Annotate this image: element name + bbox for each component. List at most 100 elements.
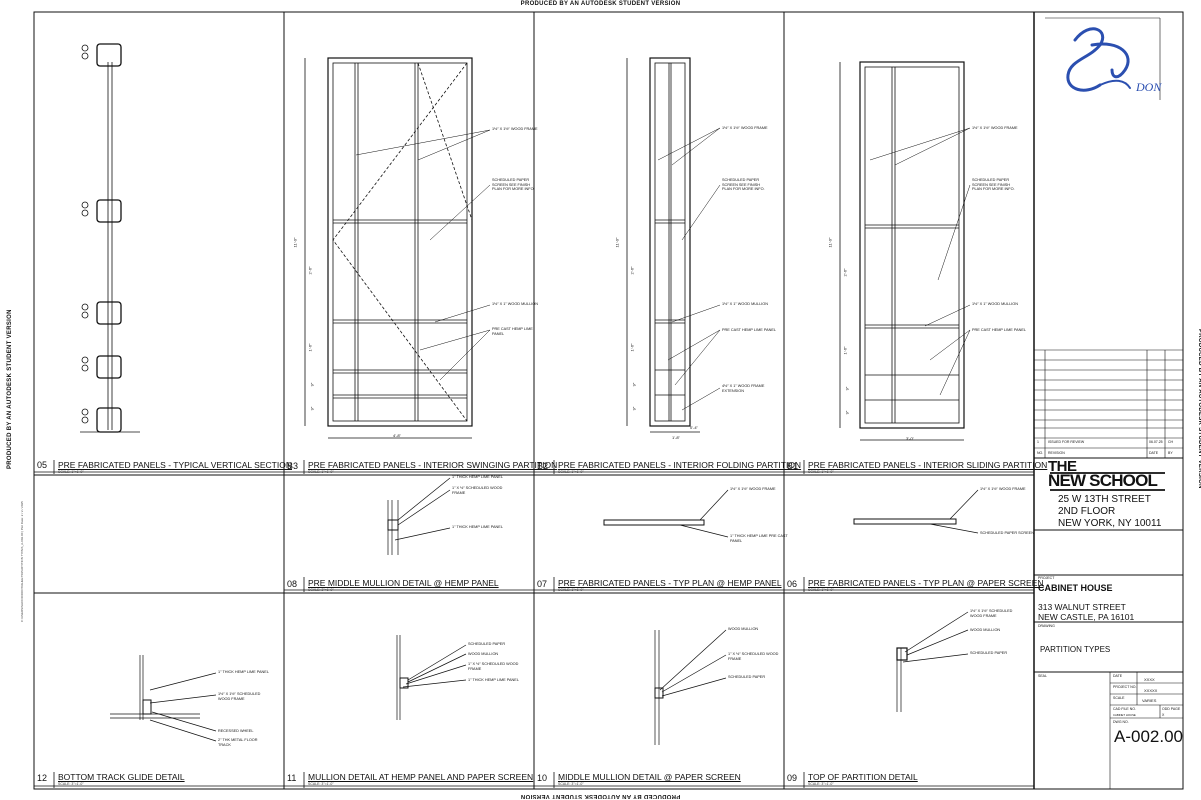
odd-page-label: ODD PAGE <box>1162 707 1181 711</box>
panel-07-scale: SCALE: 1"=1'-0" <box>558 588 584 592</box>
cad-file-label: CAD FILE NO. <box>1113 707 1136 711</box>
top-of-partition-detail-09 <box>896 611 969 712</box>
vertical-section-drawing <box>80 43 140 433</box>
project-address-2: NEW CASTLE, PA 16101 <box>1038 612 1135 622</box>
project-no-label: PROJECT NO. <box>1113 685 1137 689</box>
b3-note-mullion: 1½" X 1" WOOD MULLION <box>492 302 538 306</box>
b1-note-paper-screen: SCHEDULED PAPER SCREEN SEE FINISH PLAN F… <box>972 178 1015 192</box>
panel-09-scale: SCALE: 3"=1'-0" <box>808 782 834 786</box>
drawing-label: DRAWING <box>1038 624 1055 628</box>
panel-b1-scale: SCALE: 1"=1'-0" <box>808 470 834 474</box>
project-address-1: 313 WALNUT STREET <box>1038 602 1126 612</box>
panel-12-scale: SCALE: 3"=1'-0" <box>58 782 84 786</box>
n10-note-2: 1" X ½" SCHEDULED WOOD FRAME <box>728 652 779 661</box>
paper-screen-plan-06 <box>853 489 979 534</box>
panel-05-title: PRE FABRICATED PANELS - TYPICAL VERTICAL… <box>58 460 292 470</box>
b1-dim-2-6: 2'-6" <box>842 268 848 277</box>
panel-b3-scale: SCALE: 1"=1'-0" <box>308 470 334 474</box>
n11-note-4: 1" THICK HEMP LIME PANEL <box>468 678 519 682</box>
panel-08-number: 08 <box>287 579 298 589</box>
n09-note-2: WOOD MULLION <box>970 628 1001 632</box>
rev-date: 06.07.25 <box>1149 440 1163 444</box>
panel-08-title: PRE MIDDLE MULLION DETAIL @ HEMP PANEL <box>308 578 499 588</box>
b3-dim-9b: 9" <box>309 406 315 411</box>
b1-dim-9b: 9" <box>844 410 850 415</box>
bottom-track-detail-12 <box>110 655 217 742</box>
panel-09-title: TOP OF PARTITION DETAIL <box>808 772 918 782</box>
b3-dim-2-6: 2'-6" <box>307 266 313 275</box>
rev-no: 1 <box>1037 440 1039 444</box>
b2-note-wood-frame: 1½" X 1½" WOOD FRAME <box>722 126 768 130</box>
b2-note-hemp-panel: PRE CAST HEMP LIME PANEL <box>722 328 777 332</box>
hemp-panel-plan-07 <box>603 489 729 538</box>
panel-06-number: 06 <box>787 579 798 589</box>
b3-dim-height: 11'-0" <box>292 237 298 248</box>
panel-b3-number: B3 <box>287 461 299 471</box>
b2-dim-9b: 9" <box>631 406 637 411</box>
b2-dim-width-b: 0'-4" <box>690 425 698 430</box>
n06-note-1: 1½" X 1½" WOOD FRAME <box>980 487 1026 491</box>
school-name-line1: THE <box>1048 458 1077 475</box>
panel-11-title: MULLION DETAIL AT HEMP PANEL AND PAPER S… <box>308 772 534 782</box>
panel-b1-number: B1 <box>787 461 799 471</box>
scale-value: VARIES <box>1142 698 1157 703</box>
panel-06-scale: SCALE: 1"=1'-0" <box>808 588 834 592</box>
b3-dim-1-6: 1'-6" <box>307 343 313 352</box>
b2-note-mullion: 1½" X 1" WOOD MULLION <box>722 302 768 306</box>
panel-b1-title: PRE FABRICATED PANELS - INTERIOR SLIDING… <box>808 460 1048 470</box>
n10-note-1: WOOD MULLION <box>728 627 759 631</box>
folding-partition-elevation <box>626 57 700 433</box>
panel-b2-title: PRE FABRICATED PANELS - INTERIOR FOLDING… <box>558 460 802 470</box>
n12-note-2: 1½" X 1½" SCHEDULED WOOD FRAME <box>218 692 261 701</box>
rev-header-no: NO. <box>1037 451 1044 455</box>
watermark-top: PRODUCED BY AN AUTODESK STUDENT VERSION <box>520 1 681 7</box>
b2-note-paper-screen: SCHEDULED PAPER SCREEN SEE FINISH PLAN F… <box>722 178 765 192</box>
panel-10-title: MIDDLE MULLION DETAIL @ PAPER SCREEN <box>558 772 741 782</box>
b2-dim-height: 11'-0" <box>614 237 620 248</box>
date-label: DATE <box>1113 674 1123 678</box>
school-address-2: 2ND FLOOR <box>1058 506 1116 517</box>
b2-dim-1-6: 1'-6" <box>629 343 635 352</box>
mullion-detail-08 <box>387 477 451 555</box>
panel-05-scale: SCALE: 1"=1'-0" <box>58 470 84 474</box>
b2-dim-width: 1'-8" <box>672 435 680 440</box>
n07-note-1: 1½" X 1½" WOOD FRAME <box>730 487 776 491</box>
n11-note-3: 1" X ½" SCHEDULED WOOD FRAME <box>468 662 519 671</box>
n07-note-2: 1" THICK HEMP LIME PRE CAST PANEL <box>730 534 788 543</box>
b3-note-hemp-panel: PRE CAST HEMP LIME PANEL <box>492 327 533 336</box>
n12-note-4: 2" THK METAL FLOOR TRACK <box>218 738 258 747</box>
b1-dim-height: 11'-0" <box>827 237 833 248</box>
n08-note-1: 1" THICK HEMP LIME PANEL <box>452 475 503 479</box>
n12-note-3: RECESSED WHEEL <box>218 729 254 733</box>
n08-note-2: 1" X ½" SCHEDULED WOOD FRAME <box>452 486 503 495</box>
mullion-detail-10 <box>654 629 727 745</box>
odd-page-value: X <box>1162 713 1165 717</box>
rev-text: ISSUED FOR REVIEW <box>1048 440 1085 444</box>
project-no-value: XXXXX <box>1144 688 1158 693</box>
panel-b3-title: PRE FABRICATED PANELS - INTERIOR SWINGIN… <box>308 460 558 470</box>
b3-dim-width: 4'-8" <box>393 433 401 438</box>
swinging-partition-elevation <box>304 57 473 439</box>
n10-note-3: SCHEDULED PAPER <box>728 675 766 679</box>
cad-file-value: CABINET HOUSE <box>1113 713 1136 717</box>
n08-note-3: 1" THICK HEMP LIME PANEL <box>452 525 503 529</box>
b3-note-wood-frame: 1½" X 1½" WOOD FRAME <box>492 127 538 131</box>
rev-by: CH <box>1168 440 1174 444</box>
panel-09-number: 09 <box>787 773 798 783</box>
b3-dim-9a: 9" <box>309 382 315 387</box>
panel-06-title: PRE FABRICATED PANELS - TYP PLAN @ PAPER… <box>808 578 1044 588</box>
school-address-3: NEW YORK, NY 10011 <box>1058 518 1162 529</box>
seal-label: SEAL <box>1038 674 1047 678</box>
project-label: PROJECT <box>1038 576 1055 580</box>
b1-note-mullion: 1½" X 1" WOOD MULLION <box>972 302 1018 306</box>
n11-note-2: WOOD MULLION <box>468 652 499 656</box>
panel-10-number: 10 <box>537 773 548 783</box>
project-name: CABINET HOUSE <box>1038 583 1113 593</box>
b1-note-wood-frame: 1½" X 1½" WOOD FRAME <box>972 126 1018 130</box>
panel-07-title: PRE FABRICATED PANELS - TYP PLAN @ HEMP … <box>558 578 782 588</box>
rev-header-revision: REVISION <box>1048 451 1065 455</box>
panel-12-title: BOTTOM TRACK GLIDE DETAIL <box>58 772 185 782</box>
b1-note-hemp-panel: PRE CAST HEMP LIME PANEL <box>972 328 1027 332</box>
mullion-detail-11 <box>396 635 467 720</box>
